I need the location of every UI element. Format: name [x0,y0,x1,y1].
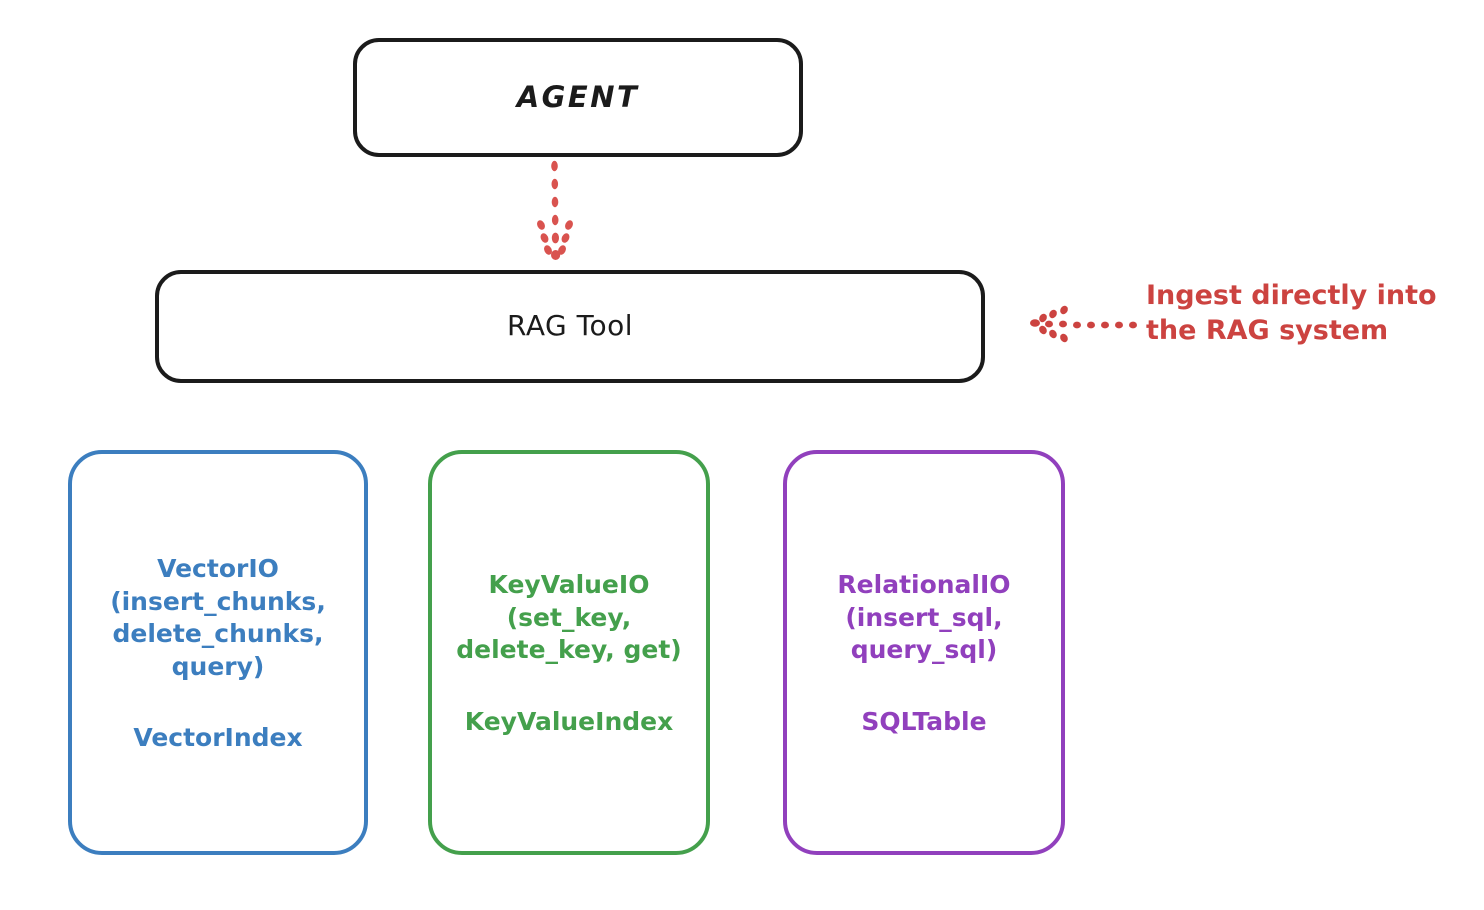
rag-tool-node[interactable]: RAG Tool [155,270,985,383]
ingest-annotation-label: Ingest directly into the RAG system [1146,280,1437,347]
vector-io-node[interactable]: VectorIO (insert_chunks, delete_chunks, … [68,450,368,855]
ingest-arrow [1030,305,1137,343]
agent-node-label: AGENT [516,79,640,114]
agent-node[interactable]: AGENT [353,38,803,157]
key-value-index-label: KeyValueIndex [464,706,674,736]
key-value-io-api-label: KeyValueIO (set_key, delete_key, get) [456,570,682,665]
relational-io-node[interactable]: RelationalIO (insert_sql, query_sql) SQL… [783,450,1065,855]
agent-to-rag-tool-arrow [537,160,573,260]
key-value-io-node[interactable]: KeyValueIO (set_key, delete_key, get) Ke… [428,450,710,855]
vector-io-api-label: VectorIO (insert_chunks, delete_chunks, … [110,554,326,681]
rag-tool-node-label: RAG Tool [507,309,633,343]
vector-index-label: VectorIndex [133,723,303,752]
relational-io-api-label: RelationalIO (insert_sql, query_sql) [837,570,1011,665]
sql-table-label: SQLTable [861,706,987,736]
